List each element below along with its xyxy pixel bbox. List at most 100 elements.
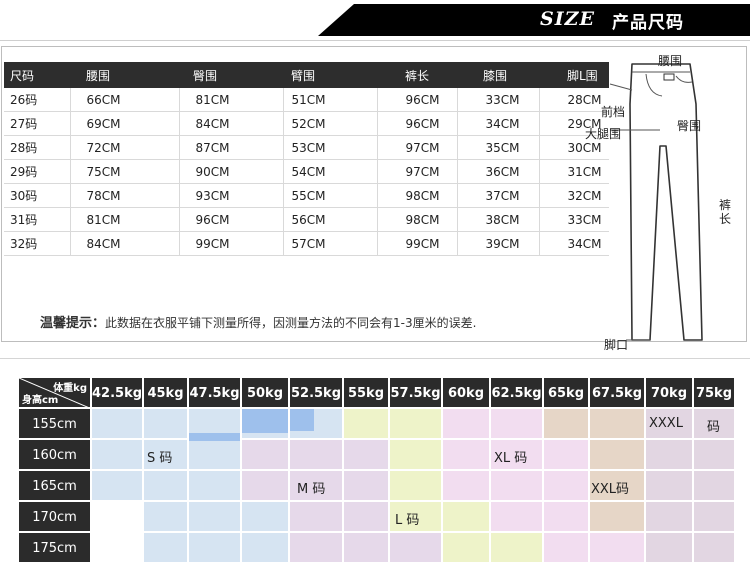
weight-header: 42.5kg (91, 377, 143, 408)
cell-hem: 28CM (539, 88, 609, 112)
grid-cell-s (241, 532, 289, 563)
cell-length: 98CM (377, 207, 458, 232)
section-divider (0, 358, 750, 359)
note-text: 此数据在衣服平铺下测量所得，因测量方法的不同会有1-3厘米的误差. (105, 316, 477, 330)
cell-knee: 37CM (457, 183, 540, 208)
weight-header: 62.5kg (490, 377, 543, 408)
grid-cell-s (143, 408, 188, 439)
grid-cell-s (143, 439, 188, 470)
col-header-hip: 臀围 (179, 62, 283, 88)
grid-cell-xxl (543, 408, 589, 439)
cell-arm: 56CM (283, 207, 378, 232)
cell-hip: 81CM (179, 88, 284, 112)
cell-hem: 32CM (539, 183, 609, 208)
cell-knee: 38CM (457, 207, 540, 232)
note-prefix: 温馨提示： (40, 316, 106, 331)
pants-diagram (609, 63, 703, 341)
height-label: 175cm (18, 532, 91, 563)
cell-arm: 55CM (283, 183, 378, 208)
zone-label-ma: 码 (707, 420, 721, 435)
cell-knee: 39CM (457, 231, 540, 256)
cell-size: 27码 (4, 111, 71, 136)
grid-cell-m (289, 439, 343, 470)
grid-cell-xl (490, 501, 543, 532)
grid-cell-s (91, 439, 143, 470)
cell-hem: 31CM (539, 159, 609, 184)
weight-header: 52.5kg (289, 377, 343, 408)
grid-cell-xl (490, 439, 543, 470)
cell-size: 32码 (4, 231, 71, 256)
grid-cell-m (343, 470, 389, 501)
grid-cell-s (241, 501, 289, 532)
cell-arm: 52CM (283, 111, 378, 136)
diagram-label-length-2: 长 (719, 212, 732, 226)
cell-hem: 29CM (539, 111, 609, 136)
cell-length: 96CM (377, 88, 458, 112)
zone-label-xl: XL 码 (494, 451, 528, 466)
cell-hip: 90CM (179, 159, 284, 184)
grid-cell-l (389, 408, 442, 439)
grid-cell-s (91, 408, 143, 439)
diagram-label-hip: 臀围 (677, 119, 702, 133)
cell-length: 96CM (377, 111, 458, 136)
col-header-length: 裤长 (377, 62, 457, 88)
zone-label-xxl: XXL码 (591, 482, 630, 497)
grid-corner: 体重kg 身高cm (18, 377, 92, 409)
cell-knee: 35CM (457, 135, 540, 160)
grid-cell-xxl (589, 501, 645, 532)
cell-waist: 69CM (70, 111, 180, 136)
col-header-arm: 臂围 (283, 62, 377, 88)
button-icon (663, 73, 675, 81)
pocket-line (675, 75, 693, 83)
grid-cell-xl (543, 470, 589, 501)
cell-arm: 53CM (283, 135, 378, 160)
grid-cell-xl (442, 408, 490, 439)
col-header-hem: 脚L围 (539, 62, 609, 88)
weight-header: 65kg (543, 377, 589, 408)
grid-cell-l (343, 408, 389, 439)
grid-cell-m (289, 470, 343, 501)
cell-waist: 81CM (70, 207, 180, 232)
grid-cell-m (241, 439, 289, 470)
height-label: 165cm (18, 470, 91, 501)
diagram-label-thigh: 大腿围 (585, 127, 622, 141)
grid-cell-xxl (589, 439, 645, 470)
grid-cell-xxl (589, 408, 645, 439)
cell-knee: 34CM (457, 111, 540, 136)
weight-header: 47.5kg (188, 377, 241, 408)
grid-cell-l (490, 532, 543, 563)
zone-label-s: S 码 (147, 451, 173, 466)
header-black-banner (318, 4, 750, 36)
grid-cell-xxxl (645, 439, 693, 470)
diagram-label-hem: 脚口 (604, 338, 629, 352)
corner-height-label: 身高cm (22, 395, 59, 406)
grid-cell-xxxl (645, 532, 693, 563)
grid-cell-m (389, 532, 442, 563)
grid-cell-m (289, 501, 343, 532)
col-header-knee: 膝围 (457, 62, 539, 88)
cell-hip: 99CM (179, 231, 284, 256)
grid-cell-s (188, 470, 241, 501)
cell-hem: 34CM (539, 231, 609, 256)
cell-hem: 30CM (539, 135, 609, 160)
cell-length: 98CM (377, 183, 458, 208)
cell-size: 31码 (4, 207, 71, 232)
weight-header: 60kg (442, 377, 490, 408)
cell-waist: 84CM (70, 231, 180, 256)
size-table-header-row: 尺码 腰围 臀围 臂围 裤长 膝围 脚L围 (4, 62, 609, 88)
grid-cell-m (241, 470, 289, 501)
zone-label-m: M 码 (297, 482, 326, 497)
cell-size: 26码 (4, 88, 71, 112)
header-title-cn: 产品尺码 (612, 13, 684, 33)
cell-waist: 78CM (70, 183, 180, 208)
col-header-waist: 腰围 (70, 62, 179, 88)
weight-header: 57.5kg (389, 377, 442, 408)
cell-size: 28码 (4, 135, 71, 160)
